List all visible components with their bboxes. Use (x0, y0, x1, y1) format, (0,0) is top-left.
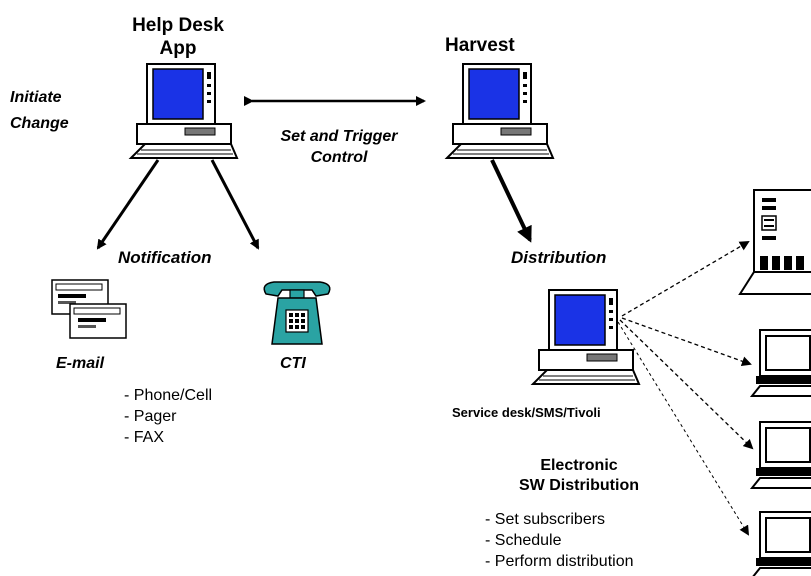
cti-channel-item: FAX (124, 427, 212, 448)
cti-label: CTI (280, 355, 306, 372)
esd-title-line1: Electronic (540, 457, 618, 474)
harvest-title: Harvest (445, 35, 515, 56)
cti-channel-list: Phone/CellPagerFAX (124, 385, 212, 448)
distribution-label: Distribution (511, 248, 607, 267)
service-desk-label: Service desk/SMS/Tivoli (452, 405, 601, 420)
email-envelopes-icon (51, 279, 127, 339)
esd-title: Electronic SW Distribution (504, 456, 654, 496)
email-label: E-mail (56, 355, 105, 372)
service-desk-computer-icon (530, 289, 641, 385)
esd-title-line2: SW Distribution (519, 477, 639, 494)
workstation-icon-1 (749, 329, 811, 397)
harvest-computer-icon (444, 63, 555, 159)
helpdesk-title-line1: Help Desk (132, 15, 224, 36)
dashed-link-workstation-1 (621, 317, 752, 366)
set-trigger-line1: Set and Trigger (280, 128, 398, 145)
dashed-link-workstation-2 (619, 319, 754, 450)
helpdesk-computer-icon (128, 63, 239, 159)
workstation-icon-3 (752, 511, 811, 576)
helpdesk-title: Help Desk App (118, 14, 238, 60)
set-trigger-line2: Control (310, 149, 368, 166)
set-trigger-label: Set and Trigger Control (244, 126, 434, 168)
notification-arrow-cti (210, 159, 260, 250)
initiate-line2: Change (10, 115, 69, 132)
server-tower-icon (738, 189, 811, 295)
esd-steps-list: Set subscribersSchedulePerform distribut… (485, 509, 634, 572)
dashed-link-workstation-3 (617, 321, 750, 536)
esd-step-item: Perform distribution (485, 551, 634, 572)
dashed-link-server (621, 240, 750, 317)
esd-step-item: Schedule (485, 530, 634, 551)
notification-label: Notification (118, 248, 212, 267)
initiate-change-label: Initiate Change (10, 85, 69, 137)
helpdesk-title-line2: App (159, 38, 197, 59)
esd-step-item: Set subscribers (485, 509, 634, 530)
cti-channel-item: Phone/Cell (124, 385, 212, 406)
distribution-arrow (490, 159, 532, 243)
initiate-line1: Initiate (10, 89, 62, 106)
cti-channel-item: Pager (124, 406, 212, 427)
workstation-icon-2 (749, 421, 811, 489)
cti-telephone-icon (263, 281, 331, 345)
notification-arrow-email (96, 159, 160, 250)
